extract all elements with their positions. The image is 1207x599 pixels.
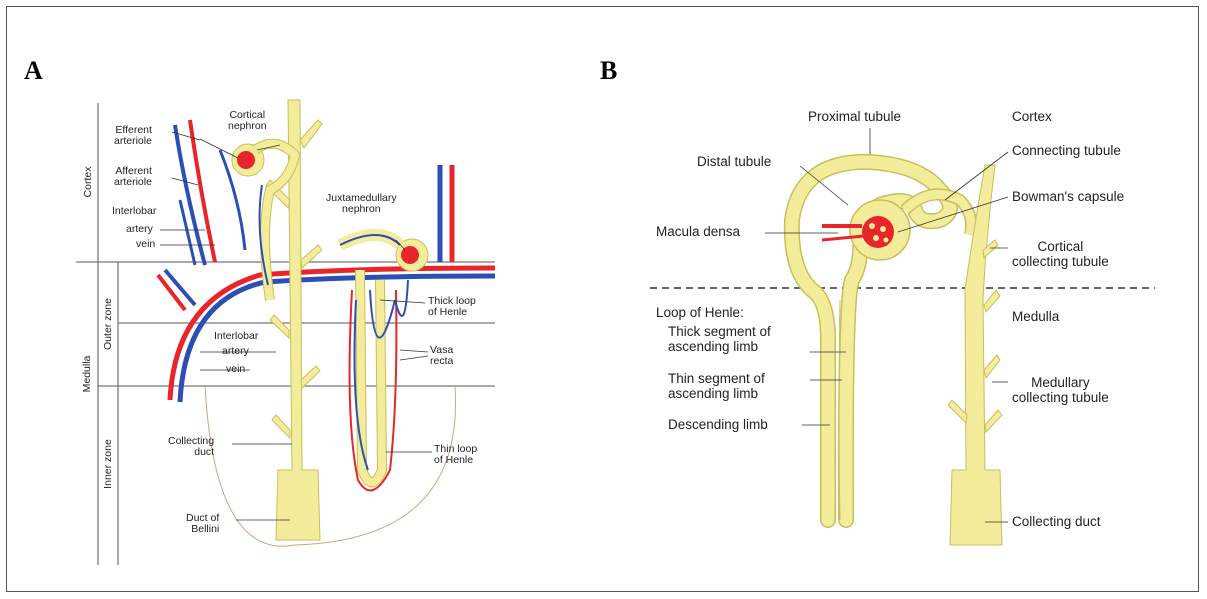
pyramid-outline bbox=[205, 386, 456, 546]
proximal-tubule-label: Proximal tubule bbox=[808, 110, 901, 125]
cortical-collecting-tubule-label: Cortical collecting tubule bbox=[1012, 240, 1109, 269]
collecting-duct-a-label: Collecting duct bbox=[168, 436, 214, 459]
artery-medulla-label: artery bbox=[222, 346, 249, 357]
descending-limb-label: Descending limb bbox=[668, 418, 768, 433]
interlobar-medulla-label: Interlobar bbox=[214, 331, 258, 342]
medullary-collecting-tubule-label: Medullary collecting tubule bbox=[1012, 376, 1109, 405]
thick-loop-label: Thick loop of Henle bbox=[428, 296, 476, 319]
arcuate-vessels bbox=[158, 268, 495, 402]
zone-outer-label: Outer zone bbox=[102, 289, 114, 359]
cortical-nephron-label: Cortical nephron bbox=[228, 110, 267, 133]
thin-loop-label: Thin loop of Henle bbox=[434, 444, 477, 467]
afferent-arteriole-label: Afferent arteriole bbox=[114, 166, 152, 189]
zone-medulla-label: Medulla bbox=[81, 344, 93, 404]
thin-segment-label: Thin segment of ascending limb bbox=[668, 372, 765, 401]
connecting-tubule-label: Connecting tubule bbox=[1012, 144, 1121, 159]
loop-of-henle-label: Loop of Henle: bbox=[656, 306, 744, 321]
artery-cortex-label: artery bbox=[126, 224, 153, 235]
panel-a-letter: A bbox=[24, 56, 43, 86]
collecting-duct-b-label: Collecting duct bbox=[1012, 515, 1101, 530]
juxtamedullary-nephron-label: Juxtamedullary nephron bbox=[326, 193, 397, 216]
thick-segment-label: Thick segment of ascending limb bbox=[668, 325, 771, 354]
medulla-b-label: Medulla bbox=[1012, 310, 1059, 325]
macula-densa-label: Macula densa bbox=[656, 225, 740, 240]
distal-tubule-label: Distal tubule bbox=[697, 155, 771, 170]
collecting-duct-b bbox=[948, 165, 1002, 545]
zone-cortex-label: Cortex bbox=[82, 157, 94, 207]
vasa-recta-label: Vasa recta bbox=[430, 345, 453, 368]
vein-cortex-label: vein bbox=[136, 239, 155, 250]
bowmans-capsule-b bbox=[822, 200, 910, 260]
efferent-arteriole-label: Efferent arteriole bbox=[114, 125, 152, 148]
bowmans-capsule-label: Bowman's capsule bbox=[1012, 190, 1124, 205]
zone-inner-label: Inner zone bbox=[102, 429, 114, 499]
panel-b-letter: B bbox=[600, 56, 617, 86]
interlobar-cortex-label: Interlobar bbox=[112, 206, 156, 217]
cortex-b-label: Cortex bbox=[1012, 110, 1052, 125]
vein-medulla-label: vein bbox=[226, 364, 245, 375]
duct-of-bellini-label: Duct of Bellini bbox=[186, 513, 219, 536]
